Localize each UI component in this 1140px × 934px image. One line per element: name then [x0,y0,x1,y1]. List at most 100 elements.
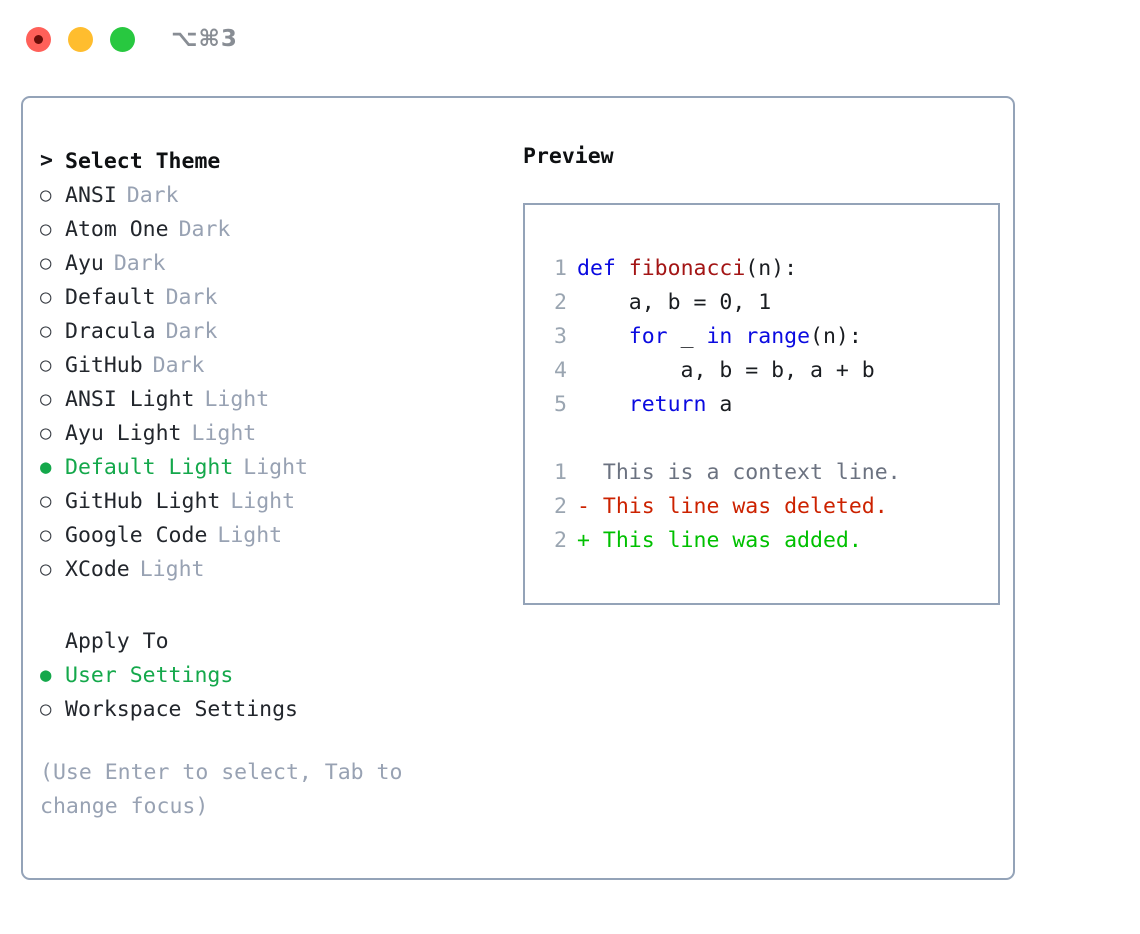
code-token: (n): [745,255,798,281]
radio-selected-icon[interactable]: ● [40,455,52,478]
theme-option[interactable]: ○ XCode Light [40,552,506,586]
theme-option-label: ANSI Light [65,386,195,412]
apply-to-option-label: Workspace Settings [65,696,298,722]
theme-option-label: GitHub Light [65,488,221,514]
code-line: 3 for _ in range(n): [543,319,998,353]
line-number: 4 [554,357,567,383]
code-token [616,256,629,281]
radio-selected-icon[interactable]: ● [40,663,52,686]
preview-title: Preview [523,144,614,169]
code-line: 2 a, b = 0, 1 [543,285,998,319]
line-number: 2 [554,289,567,315]
theme-option[interactable]: ○ Ayu Dark [40,246,506,280]
theme-option-tag: Dark [126,182,179,208]
radio-unselected-icon[interactable]: ○ [40,421,52,444]
theme-option-label: Atom One [65,216,169,242]
radio-unselected-icon[interactable]: ○ [40,697,52,720]
line-number: 2 [554,493,567,519]
radio-unselected-icon[interactable]: ○ [40,285,52,308]
diff-line: 2+ This line was added. [543,523,998,557]
code-text: return a [577,391,733,417]
theme-option[interactable]: ○ Atom One Dark [40,212,506,246]
code-line: 1 def fibonacci(n): [543,251,998,285]
radio-unselected-icon[interactable]: ○ [40,523,52,546]
theme-option-tag: Dark [113,250,166,276]
theme-option-label: Dracula [65,318,156,344]
radio-unselected-icon[interactable]: ○ [40,557,52,580]
code-spacer [543,421,998,455]
radio-unselected-icon[interactable]: ○ [40,353,52,376]
theme-option-tag: Light [204,386,270,412]
select-theme-title: Select Theme [65,148,221,174]
apply-to-option[interactable]: ○ Workspace Settings [40,692,506,726]
apply-to-option[interactable]: ● User Settings [40,658,506,692]
theme-option[interactable]: ○ ANSI Light Light [40,382,506,416]
diff-text: - This line was deleted. [577,493,888,519]
section-spacer [40,586,506,624]
theme-option-tag: Light [243,454,309,480]
maximize-button-icon[interactable] [110,26,135,52]
theme-option-tag: Light [217,522,283,548]
code-token [577,392,629,417]
line-number: 5 [554,391,567,417]
code-line: 5 return a [543,387,998,421]
apply-to-option-label: User Settings [65,662,234,688]
code-token: fibonacci [628,255,746,281]
code-token: _ [667,323,707,349]
theme-option-label: XCode [65,556,130,582]
code-token: for [628,323,668,349]
title-bar: ⌥⌘3 [0,0,1140,78]
radio-unselected-icon[interactable]: ○ [40,217,52,240]
code-token: in [706,323,733,349]
code-text: for _ in range(n): [577,324,862,349]
diff-text: This is a context line. [577,459,901,485]
code-text: a, b = b, a + b [577,358,875,383]
code-token [577,324,629,349]
theme-option-tag: Dark [178,216,231,242]
apply-to-header: ○ Apply To [40,624,506,658]
radio-unselected-icon[interactable]: ○ [40,251,52,274]
radio-unselected-icon[interactable]: ○ [40,489,52,512]
theme-option-tag: Light [139,556,205,582]
radio-unselected-icon[interactable]: ○ [40,319,52,342]
code-text: a, b = 0, 1 [577,290,771,315]
minimize-button-icon[interactable] [68,26,93,52]
radio-unselected-icon[interactable]: ○ [40,183,52,206]
theme-option-label: Ayu [65,250,104,276]
close-button-icon[interactable] [26,26,51,52]
code-token: return [628,391,707,417]
theme-option[interactable]: ● Default Light Light [40,450,506,484]
spacer-icon: ○ [40,632,65,651]
theme-option-label: Default [65,284,156,310]
diff-line: 2 - This line was deleted. [543,489,998,523]
line-number: 1 [554,255,567,281]
code-token: range [745,323,811,349]
code-token: def [577,255,616,281]
code-token [732,324,745,349]
code-token: a, b = 0, 1 [577,289,772,315]
code-token: a [706,391,733,417]
theme-option-label: Default Light [65,454,234,480]
diff-sample: 1 This is a context line. 2 - This line wa… [543,455,998,557]
line-number: 1 [554,459,567,485]
theme-option-label: Ayu Light [65,420,182,446]
diff-text: + This line was added. [577,527,862,553]
keyboard-hint-text: (Use Enter to select, Tab to change focu… [40,760,403,819]
recording-indicator-icon [34,34,43,44]
theme-option-label: GitHub [65,352,143,378]
diff-line: 1 This is a context line. [543,455,998,489]
code-token: a, b = b, a + b [577,357,875,383]
radio-unselected-icon[interactable]: ○ [40,387,52,410]
